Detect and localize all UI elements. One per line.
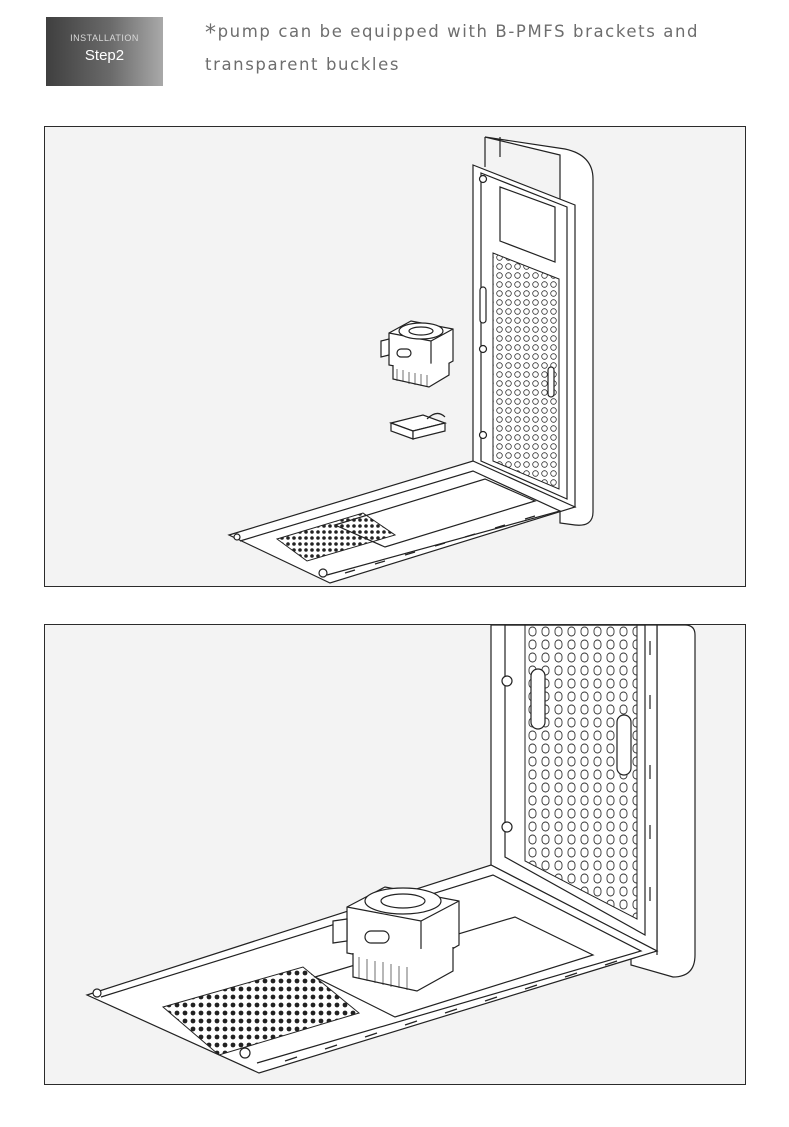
step2-figure-2 bbox=[44, 624, 746, 1085]
installation-step-badge: INSTALLATION Step2 bbox=[46, 17, 163, 86]
chassis-icon bbox=[227, 136, 594, 584]
thermal-pad-icon bbox=[388, 412, 448, 440]
badge-caption: INSTALLATION bbox=[70, 33, 139, 43]
step-label: Step2 bbox=[84, 47, 125, 64]
note-text: pump can be equipped with B-PMFS bracket… bbox=[205, 22, 700, 74]
note-asterisk: * bbox=[205, 21, 218, 46]
installation-note: *pump can be equipped with B-PMFS bracke… bbox=[205, 14, 765, 81]
pump-icon bbox=[332, 886, 460, 992]
step2-figure-1 bbox=[44, 126, 746, 587]
pump-icon bbox=[380, 320, 454, 388]
chassis-icon bbox=[85, 625, 696, 1074]
